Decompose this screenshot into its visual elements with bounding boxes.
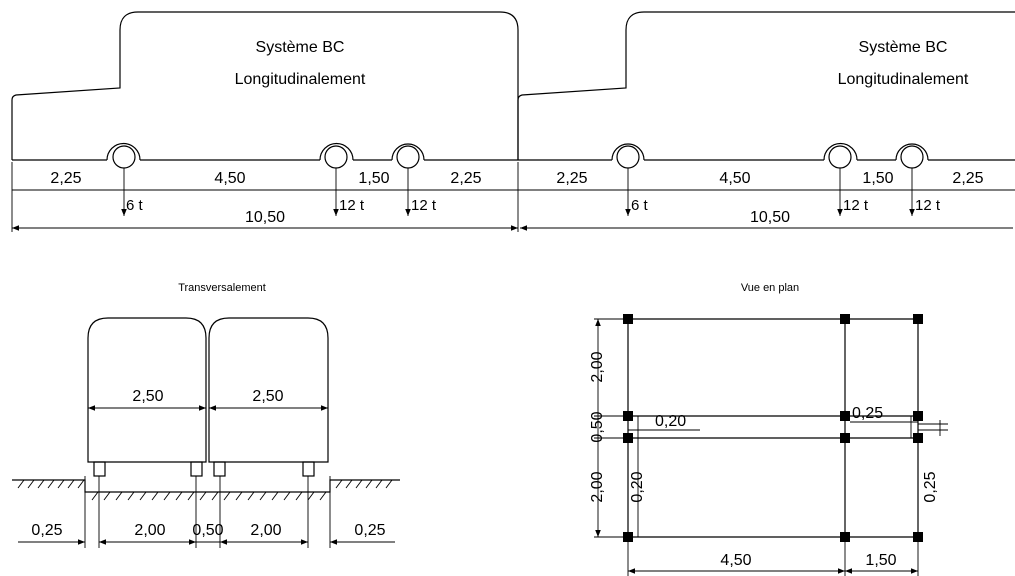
plan-inner-right-vertical: 0,25	[922, 471, 939, 502]
plan-node	[913, 433, 923, 443]
truck-2-body	[517, 11, 1015, 160]
transversal-width-1: 2,50	[132, 388, 163, 405]
truck-1-title-1: Système BC	[256, 39, 345, 56]
plan-node	[840, 411, 850, 421]
truck-1-load-1: 6 t	[126, 197, 144, 214]
truck-2-dim-1: 2,25	[556, 170, 587, 187]
truck-1-load-3: 12 t	[411, 197, 437, 214]
truck-1-title-2: Longitudinalement	[235, 71, 366, 88]
transversal-dim-3: 0,50	[192, 522, 223, 539]
transversal-truck-right	[208, 317, 329, 463]
transversal-dim-4: 2,00	[250, 522, 281, 539]
truck-2-title-2: Longitudinalement	[838, 71, 969, 88]
plan-left-dim-1: 2,00	[589, 351, 606, 382]
plan-left-dim-2: 0,50	[589, 411, 606, 442]
truck-1-wheel-2	[319, 142, 354, 169]
transversal-title: Transversalement	[178, 282, 266, 294]
plan-inner-left-vertical: 0,20	[629, 471, 646, 502]
plan-node	[913, 314, 923, 324]
truck-2-total: 10,50	[750, 209, 790, 226]
truck-1-total: 10,50	[245, 209, 285, 226]
truck-2-wheel-2	[823, 142, 858, 169]
plan-bottom-dim-1: 4,50	[720, 552, 751, 569]
truck-2-wheel-3	[895, 143, 929, 169]
truck-1: Système BC Longitudinalement 2,25 4,50 1…	[11, 11, 519, 232]
truck-2-load-1: 6 t	[631, 197, 649, 214]
plan-node	[913, 532, 923, 542]
transversal-dim-1: 0,25	[31, 522, 62, 539]
plan-left-dim-3: 2,00	[589, 471, 606, 502]
truck-2: Système BC Longitudinalement 2,25 4,50 1…	[517, 11, 1015, 231]
truck-1-dim-3: 1,50	[358, 170, 389, 187]
truck-1-dim-4: 2,25	[450, 170, 481, 187]
truck-2-wheel-1	[611, 143, 645, 169]
plan-node	[840, 314, 850, 324]
plan-title: Vue en plan	[741, 282, 799, 294]
transversal-truck-left	[87, 317, 207, 463]
truck-1-body	[11, 11, 519, 160]
transversal-width-2: 2,50	[252, 388, 283, 405]
plan-view: Vue en plan 2,00 0,50 2,00	[589, 282, 948, 576]
truck-1-wheel-1	[106, 142, 141, 169]
plan-node	[840, 532, 850, 542]
truck-1-wheel-3	[391, 143, 425, 169]
plan-node	[913, 411, 923, 421]
transversal-view: Transversalement 2,50 2,50	[12, 282, 400, 548]
truck-1-dim-1: 2,25	[50, 170, 81, 187]
truck-2-dim-2: 4,50	[719, 170, 750, 187]
transversal-dim-2: 2,00	[134, 522, 165, 539]
truck-2-title-1: Système BC	[859, 39, 948, 56]
transversal-dim-5: 0,25	[354, 522, 385, 539]
truck-2-dim-4: 2,25	[952, 170, 983, 187]
plan-inner-left-top: 0,20	[655, 413, 686, 430]
ground-hatch	[17, 479, 393, 501]
plan-bottom-dim-2: 1,50	[865, 552, 896, 569]
plan-inner-right-top: 0,25	[852, 405, 883, 422]
truck-2-load-2: 12 t	[843, 197, 869, 214]
truck-1-load-2: 12 t	[339, 197, 365, 214]
truck-1-dim-2: 4,50	[214, 170, 245, 187]
truck-2-dim-3: 1,50	[862, 170, 893, 187]
truck-2-load-3: 12 t	[915, 197, 941, 214]
plan-node	[840, 433, 850, 443]
